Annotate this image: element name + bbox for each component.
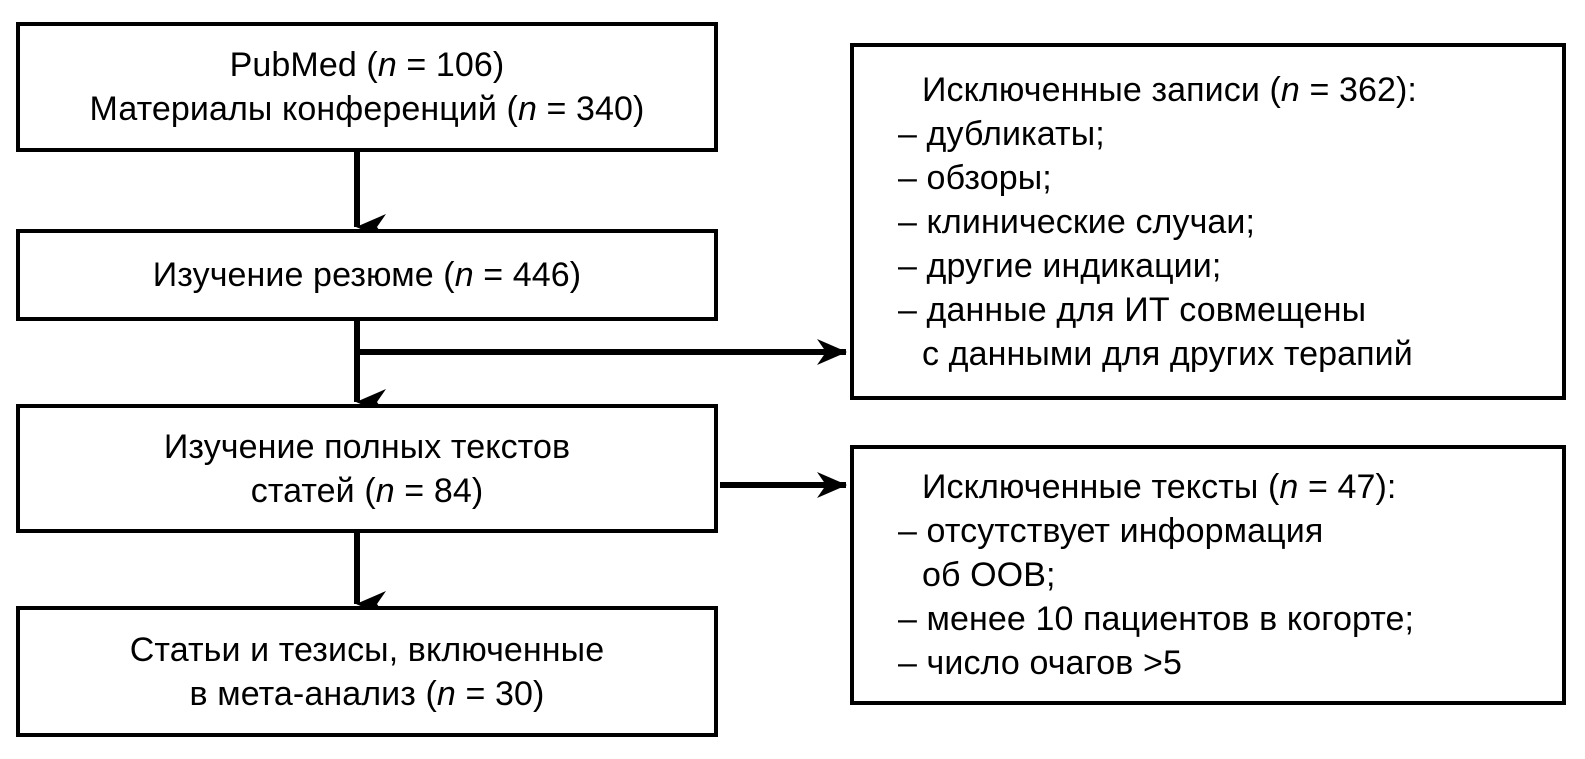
excluded-records-item: – клинические случаи; bbox=[898, 202, 1256, 241]
sources-line-2: Материалы конференций (n = 340) bbox=[89, 90, 645, 128]
excluded-records-item: – другие индикации; bbox=[898, 246, 1222, 285]
excluded-texts-item: – менее 10 пациентов в когорте; bbox=[898, 600, 1415, 638]
sources-line-1: PubMed (n = 106) bbox=[229, 46, 505, 84]
excluded-records-item: – данные для ИТ совмещены bbox=[898, 290, 1367, 329]
excluded-records-box: Исключенные записи (n = 362): – дубликат… bbox=[850, 43, 1566, 400]
included-box: Статьи и тезисы, включенные в мета-анали… bbox=[16, 606, 718, 737]
abstract-screening-box: Изучение резюме (n = 446) bbox=[16, 229, 718, 321]
n-variable: n bbox=[375, 471, 395, 510]
excluded-texts-box: Исключенные тексты (n = 47): – отсутству… bbox=[850, 445, 1566, 705]
n-variable: n bbox=[454, 256, 474, 294]
fulltext-screening-line-2: статей (n = 84) bbox=[250, 471, 484, 510]
excluded-texts-item: – отсутствует информация bbox=[898, 512, 1324, 550]
excluded-texts-item-continuation: об ООВ; bbox=[922, 556, 1056, 594]
n-variable: n bbox=[517, 90, 537, 128]
n-variable: n bbox=[436, 674, 456, 713]
excluded-records-heading: Исключенные записи (n = 362): bbox=[922, 70, 1417, 109]
n-variable: n bbox=[1280, 70, 1300, 109]
n-variable: n bbox=[377, 46, 397, 84]
fulltext-screening-line-1: Изучение полных текстов bbox=[163, 427, 571, 466]
included-line-1: Статьи и тезисы, включенные bbox=[129, 630, 605, 669]
excluded-records-item: – дубликаты; bbox=[898, 114, 1105, 153]
abstract-screening-line-1: Изучение резюме (n = 446) bbox=[152, 256, 582, 294]
excluded-texts-item: – число очагов >5 bbox=[898, 644, 1182, 682]
excluded-texts-heading: Исключенные тексты (n = 47): bbox=[922, 468, 1397, 506]
sources-box: PubMed (n = 106) Материалы конференций (… bbox=[16, 22, 718, 152]
n-variable: n bbox=[1279, 468, 1299, 506]
fulltext-screening-box: Изучение полных текстов статей (n = 84) bbox=[16, 404, 718, 533]
excluded-records-item-continuation: с данными для других терапий bbox=[922, 334, 1413, 373]
included-line-2: в мета-анализ (n = 30) bbox=[189, 674, 545, 713]
excluded-records-item: – обзоры; bbox=[898, 158, 1052, 197]
